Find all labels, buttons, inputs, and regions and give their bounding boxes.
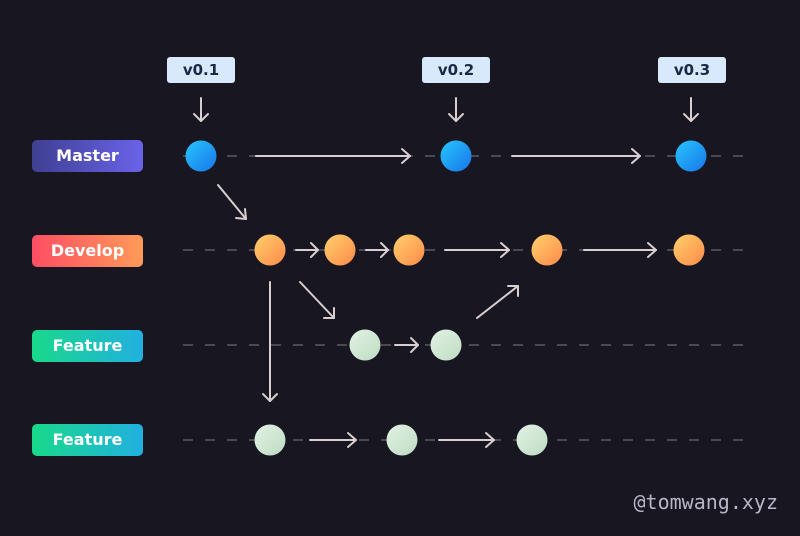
master-arrows: [217, 148, 641, 220]
commit-node: [430, 329, 462, 361]
commit-node: [531, 234, 563, 266]
develop-arrows: [262, 242, 657, 402]
feature-commits-2: [254, 424, 548, 456]
commit-node: [393, 234, 425, 266]
branch-label-master: Master: [32, 140, 143, 172]
commit-node: [675, 140, 707, 172]
commit-node: [254, 424, 286, 456]
tag-v0-1: v0.1: [167, 57, 235, 83]
commit-node: [386, 424, 418, 456]
watermark: @tomwang.xyz: [633, 490, 779, 514]
commit-node: [324, 234, 356, 266]
commit-node: [185, 140, 217, 172]
commit-node: [349, 329, 381, 361]
feature-arrows: [309, 285, 519, 448]
master-commits: [185, 140, 707, 172]
tag-arrows: [193, 97, 699, 122]
tag-v0-3: v0.3: [658, 57, 726, 83]
branch-label-feature: Feature: [32, 424, 143, 456]
tag-v0-2: v0.2: [422, 57, 490, 83]
branch-label-develop: Develop: [32, 235, 143, 267]
commit-node: [254, 234, 286, 266]
commit-node: [673, 234, 705, 266]
branch-label-feature: Feature: [32, 330, 143, 362]
develop-commits: [254, 234, 705, 266]
commit-node: [516, 424, 548, 456]
feature-commits-1: [349, 329, 462, 361]
commit-node: [440, 140, 472, 172]
